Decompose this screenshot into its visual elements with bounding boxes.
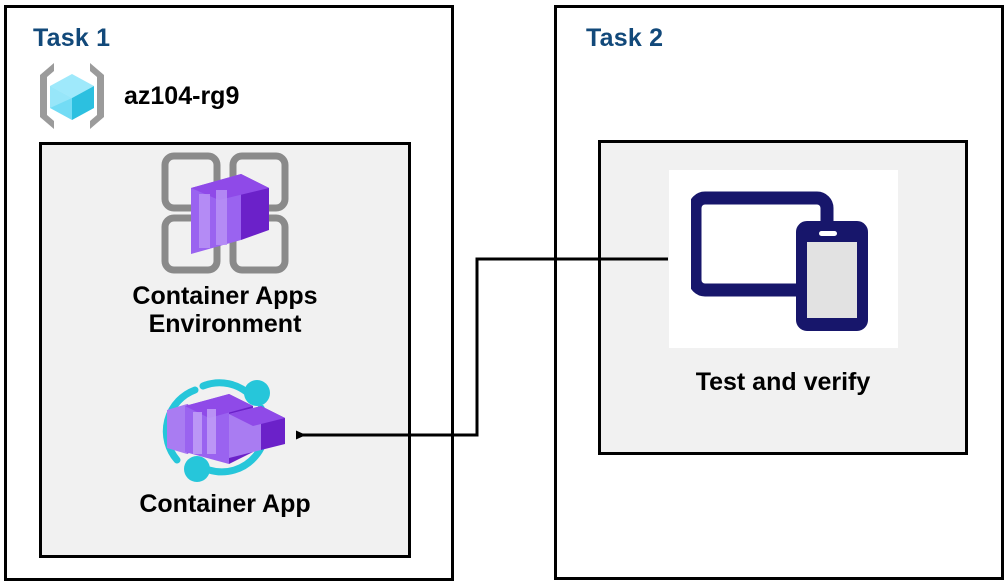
container-apps-environment-label: Container Apps Environment	[132, 282, 318, 339]
container-app-icon	[162, 379, 285, 482]
container-app-tile: Container App	[39, 368, 411, 518]
container-app-label: Container App	[139, 490, 311, 518]
container-apps-environment-tile: Container Apps Environment	[39, 150, 411, 339]
container-apps-environment-icon	[161, 152, 289, 274]
test-and-verify-label: Test and verify	[695, 368, 871, 396]
test-and-verify-tile: Test and verify	[598, 170, 968, 397]
devices-tablet-phone-icon	[690, 191, 868, 331]
resource-group-header: az104-rg9	[34, 58, 239, 134]
test-icon-plate	[668, 170, 898, 348]
task1-title: Task 1	[33, 24, 111, 52]
resource-group-label: az104-rg9	[124, 81, 240, 110]
task2-title: Task 2	[586, 24, 664, 52]
resource-group-cube-icon	[40, 63, 104, 129]
